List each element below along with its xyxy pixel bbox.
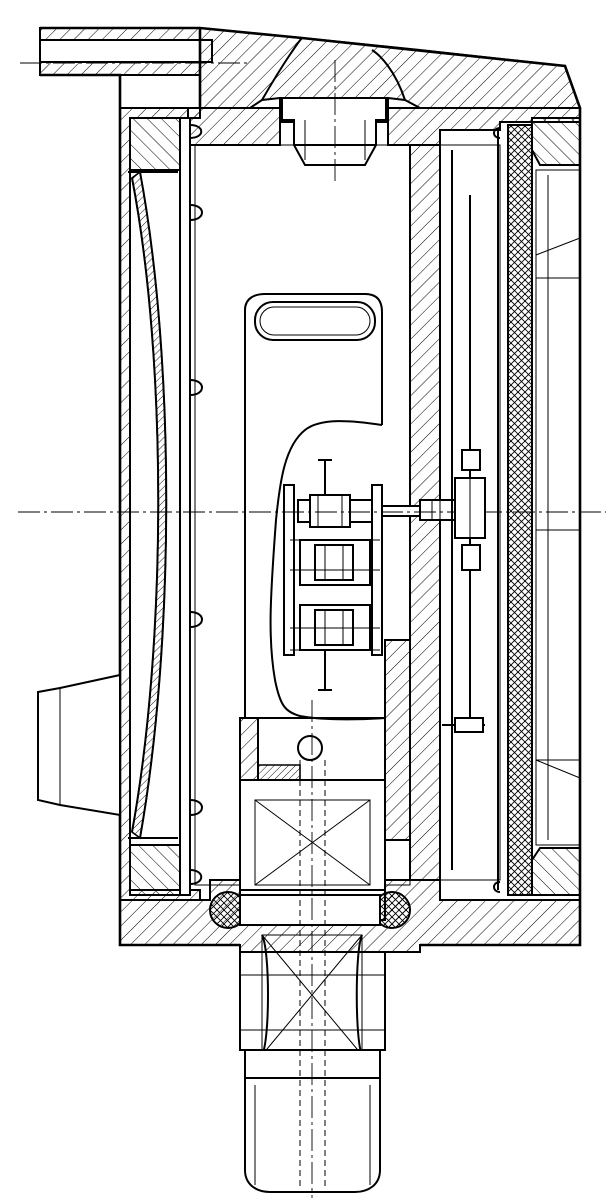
right-dial-assembly bbox=[439, 117, 581, 896]
movement-mechanism bbox=[283, 459, 456, 691]
top-mounting-lug bbox=[20, 27, 250, 76]
left-window-assembly bbox=[128, 117, 203, 896]
lower-nut-assembly bbox=[209, 717, 411, 929]
left-side-bracket bbox=[37, 673, 121, 817]
inner-chamber bbox=[194, 144, 411, 886]
threaded-stem bbox=[244, 700, 381, 1198]
hex-connector bbox=[239, 934, 386, 1056]
